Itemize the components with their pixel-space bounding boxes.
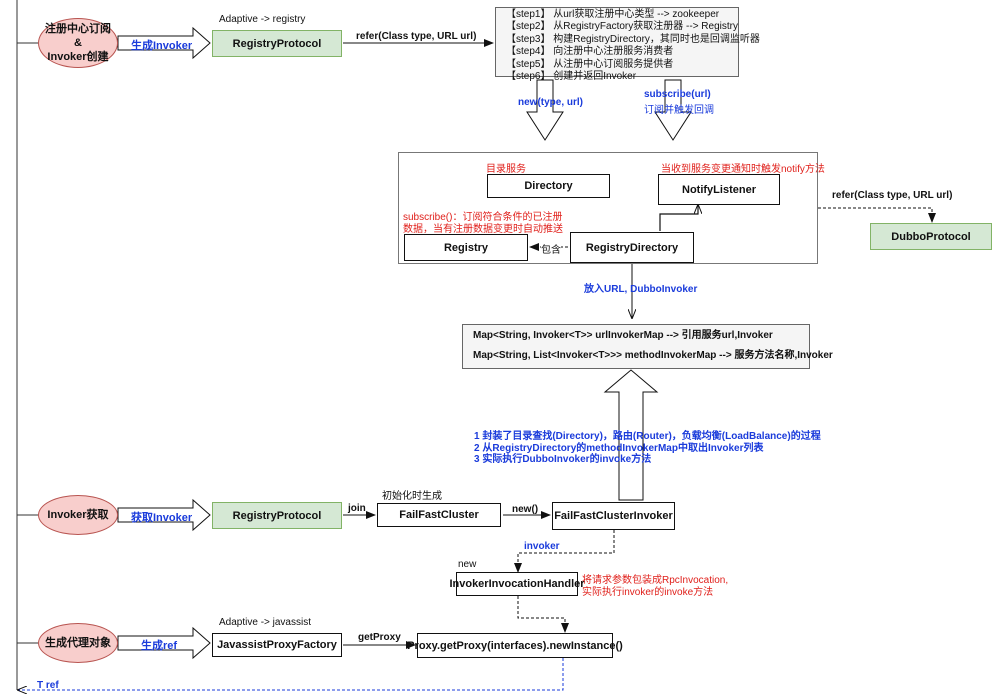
process-notes: 1 封装了目录查找(Directory)，路由(Router)，负载均衡(Loa… [474,431,821,466]
proxy-new-instance-box: Proxy.getProxy(interfaces).newInstance() [407,633,623,658]
subscribe-desc-line-1: subscribe()：订阅符合条件的已注册 [403,212,563,223]
registry-protocol-mid: RegistryProtocol [212,502,342,529]
registry-box: Registry [404,234,528,261]
subscribe-desc: subscribe()：订阅符合条件的已注册 数据，当有注册数据变更时自动推送 [403,212,563,236]
invocation-note: 将请求参数包装成RpcInvocation, 实际执行invoker的invok… [582,575,728,599]
dubbo-protocol-box: DubboProtocol [870,223,992,250]
put-url-label: 放入URL, DubboInvoker [584,284,698,295]
invoker-dashed-line [514,530,615,573]
adaptive-javassist-label: Adaptive -> javassist [219,617,311,628]
directory-frame [398,152,818,264]
steps-box [495,7,739,77]
subscribe-desc-line-2: 数据，当有注册数据变更时自动推送 [403,224,563,235]
map-line-1: Map<String, Invoker<T>> urlInvokerMap --… [473,330,773,341]
failfast-cluster-box: FailFastCluster [377,503,501,527]
tref-dashed-line [18,658,564,690]
notify-note-label: 当收到服务变更通知时触发notify方法 [661,164,825,175]
init-time-label: 初始化时生成 [382,491,442,502]
hollow-arrow-get-invoker [117,498,211,532]
ellipse-subscribe-invoker-create: 注册中心订阅 & Invoker创建 [38,18,118,68]
hollow-down-arrow-new [526,79,564,141]
directory-box: Directory [487,174,610,198]
process-note-1: 1 封装了目录查找(Directory)，路由(Router)，负载均衡(Loa… [474,431,821,442]
registry-directory-box: RegistryDirectory [570,232,694,263]
invoker-invocation-handler-box: InvokerInvocationHandler [449,572,585,596]
ellipse-line-2: & [74,37,82,49]
refer-top-label: refer(Class type, URL url) [356,31,477,42]
t-ref-label: T ref [37,680,59,691]
hollow-down-arrow-subscribe [654,79,692,141]
map-lines: Map<String, Invoker<T>> urlInvokerMap --… [473,326,833,366]
failfast-cluster-invoker-box: FailFastClusterInvoker [552,502,675,530]
ellipse-gen-proxy: 生成代理对象 [38,623,118,663]
ellipse-line-3: Invoker创建 [47,51,109,63]
hollow-up-arrow [603,369,659,501]
registry-protocol-top: RegistryProtocol [212,30,342,57]
subscribe-note-label: 订阅并触发回调 [644,105,714,116]
step-4: 【step4】 向注册中心注册服务消费者 [506,46,674,58]
process-note-2: 2 从RegistryDirectory的methodInvokerMap中取出… [474,442,764,454]
steps-list: 【step1】 从url获取注册中心类型 --> zookeeper 【step… [506,9,760,83]
process-note-3: 3 实际执行DubboInvoker的invoke方法 [474,454,652,465]
adaptive-registry-label: Adaptive -> registry [219,14,306,25]
join-label: join [348,503,366,514]
step-3: 【step3】 构建RegistryDirectory，其同时也是回调监听器 [506,33,760,45]
map-line-2: Map<String, List<Invoker<T>>> methodInvo… [473,350,833,361]
ellipse-invoker-get-label: Invoker获取 [47,509,109,521]
ellipse-invoker-get: Invoker获取 [38,495,118,535]
refer-right-label: refer(Class type, URL url) [832,190,953,201]
step-2: 【step2】 从RegistryFactory获取注册器 --> Regist… [506,21,738,33]
handler-dashed-line [517,596,569,633]
gen-ref-label: 生成ref [141,640,178,652]
gen-invoker-label: 生成Invoker [131,40,193,52]
invocation-note-line-2: 实际执行invoker的invoke方法 [582,587,714,598]
new-call-label: new() [512,504,539,515]
step-5: 【step5】 从注册中心订阅服务提供者 [506,58,674,70]
step-1: 【step1】 从url获取注册中心类型 --> zookeeper [506,9,720,20]
javassist-proxy-factory-box: JavassistProxyFactory [212,633,342,657]
new-label: new [458,559,477,570]
ellipse-line-1: 注册中心订阅 [45,23,111,35]
invoker-link-label: invoker [524,541,560,552]
hollow-arrow-gen-ref [117,626,211,660]
invocation-note-line-1: 将请求参数包装成RpcInvocation, [582,575,729,586]
ellipse-gen-proxy-label: 生成代理对象 [45,637,111,649]
contains-label: 包含 [541,241,561,256]
new-type-url-label: new(type, url) [518,97,584,108]
refer-dashed-line [818,207,936,223]
step-6: 【step6】 创建并返回Invoker [506,71,637,83]
get-invoker-label: 获取Invoker [131,512,193,524]
implements-line [659,205,698,231]
directory-service-label: 目录服务 [486,164,526,175]
map-box [462,324,810,369]
hollow-arrow-gen-invoker [117,26,211,60]
subscribe-url-label: subscribe(url) [644,89,711,100]
get-proxy-label: getProxy [358,632,401,643]
notify-listener-box: NotifyListener [658,174,780,205]
